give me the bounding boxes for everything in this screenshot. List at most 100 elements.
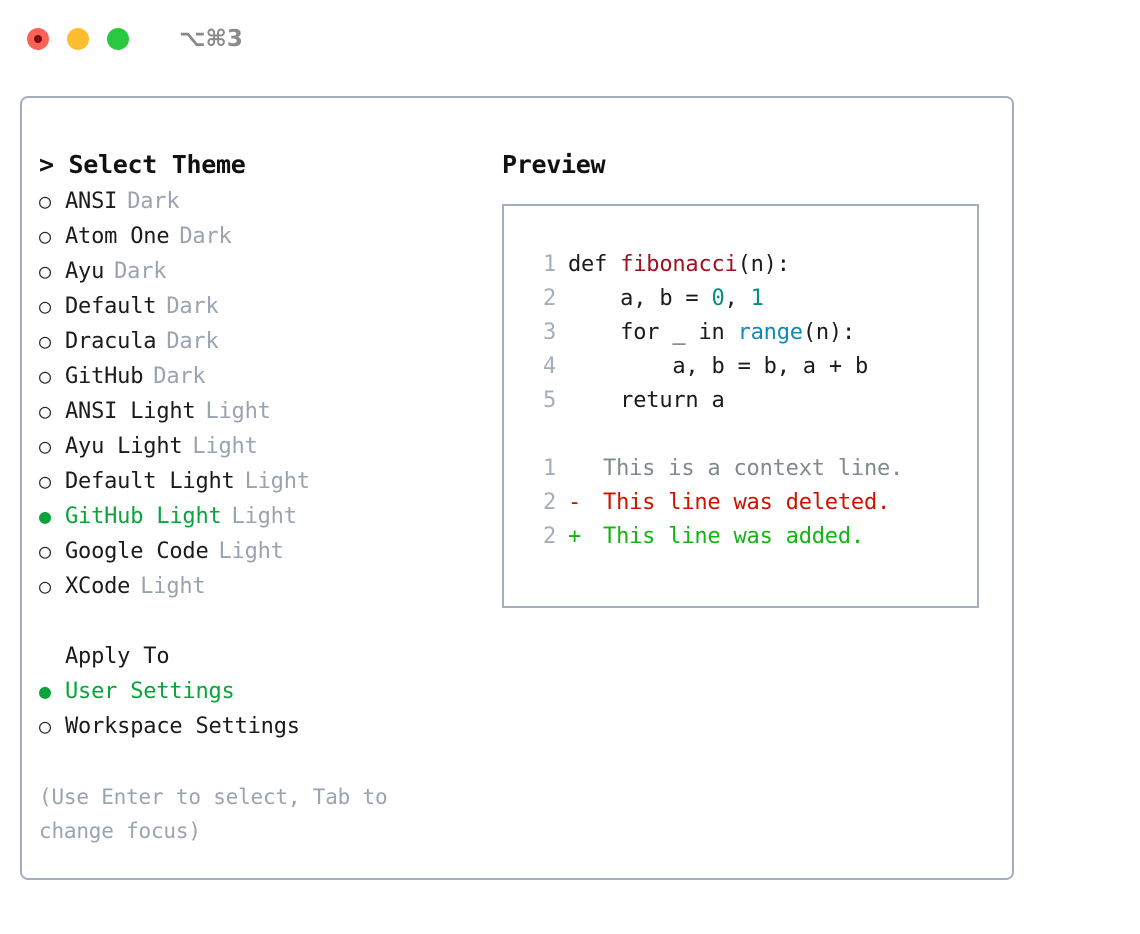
theme-name-label: Atom One	[65, 224, 170, 249]
theme-name-label: Default	[65, 294, 157, 319]
code-line-content: a, b = 0, 1	[568, 282, 764, 316]
theme-variant-tag: Dark	[114, 259, 167, 284]
title-bar: ⌥⌘3	[0, 0, 1140, 78]
code-token: (n):	[802, 320, 856, 345]
apply-to-option[interactable]: ○Workspace Settings	[39, 709, 487, 744]
diff-line: 2 + This line was added.	[526, 520, 977, 554]
theme-name-label: Ayu Light	[65, 434, 183, 459]
apply-to-option[interactable]: ●User Settings	[39, 674, 487, 709]
line-number: 1	[542, 456, 556, 481]
line-number: 2	[542, 286, 556, 311]
diff-text: This line was added.	[590, 524, 864, 549]
line-number: 1	[542, 252, 556, 277]
code-token: fibonacci	[620, 252, 738, 277]
code-line-content: a, b = b, a + b	[568, 350, 868, 384]
theme-variant-tag: Light	[244, 469, 310, 494]
code-token: 0	[711, 286, 725, 311]
code-token: a, b = b, a + b	[568, 354, 869, 379]
line-number: 2	[542, 524, 556, 549]
code-token: a, b =	[568, 286, 712, 311]
diff-sign: -	[568, 490, 582, 515]
apply-to-heading: Apply To	[65, 644, 170, 669]
radio-unselected-icon: ○	[39, 574, 51, 598]
radio-unselected-icon: ○	[39, 329, 51, 353]
code-token: ,	[724, 286, 751, 311]
theme-list-item[interactable]: ○ Dracula Dark	[39, 324, 487, 359]
titlebar-shortcut-label: ⌥⌘3	[179, 26, 243, 52]
code-line: 2 a, b = 0, 1	[526, 282, 977, 316]
code-line-content: for _ in range(n):	[568, 316, 855, 350]
theme-list-item[interactable]: ○ XCode Light	[39, 569, 487, 604]
theme-variant-tag: Light	[140, 574, 206, 599]
apply-to-option-label: Workspace Settings	[65, 714, 300, 739]
maximize-button-icon[interactable]	[107, 28, 129, 50]
close-button-icon[interactable]	[27, 28, 49, 50]
line-number: 4	[542, 354, 556, 379]
theme-name-label: Dracula	[65, 329, 157, 354]
apply-to-options[interactable]: ●User Settings○Workspace Settings	[39, 674, 487, 744]
code-line-content: return a	[568, 384, 725, 418]
diff-line: 1 This is a context line.	[526, 452, 977, 486]
theme-name-label: Ayu	[65, 259, 105, 284]
code-token: def	[568, 252, 621, 277]
radio-unselected-icon: ○	[39, 364, 51, 388]
theme-name-label: GitHub	[65, 364, 144, 389]
theme-variant-tag: Light	[231, 504, 297, 529]
preview-heading: Preview	[502, 150, 606, 179]
radio-selected-icon: ●	[39, 504, 51, 528]
line-number: 2	[542, 490, 556, 515]
theme-variant-tag: Dark	[166, 294, 219, 319]
theme-list-item[interactable]: ○ GitHub Dark	[39, 359, 487, 394]
diff-sign	[568, 452, 590, 486]
theme-variant-tag: Dark	[179, 224, 232, 249]
theme-name-label: GitHub Light	[65, 504, 222, 529]
diff-line: 2- This line was deleted.	[526, 486, 977, 520]
line-number: 3	[542, 320, 556, 345]
theme-list-item[interactable]: ○ Default Dark	[39, 289, 487, 324]
theme-list-item[interactable]: ○ Ayu Dark	[39, 254, 487, 289]
code-line: 1 def fibonacci(n):	[526, 248, 977, 282]
code-line: 3 for _ in range(n):	[526, 316, 977, 350]
theme-name-label: ANSI	[65, 189, 118, 214]
keyboard-hint-text: (Use Enter to select, Tab to change focu…	[39, 785, 388, 843]
radio-unselected-icon: ○	[39, 259, 51, 283]
theme-list-item[interactable]: ○ ANSI Dark	[39, 184, 487, 219]
preview-spacer	[526, 418, 977, 452]
diff-text: This line was deleted.	[590, 490, 891, 515]
radio-unselected-icon: ○	[39, 469, 51, 493]
diff-sample: 1 This is a context line.2- This line wa…	[526, 452, 977, 554]
radio-unselected-icon: ○	[39, 294, 51, 318]
theme-variant-tag: Dark	[153, 364, 206, 389]
radio-unselected-icon: ○	[39, 189, 51, 213]
window-controls	[27, 28, 129, 50]
close-dot-icon	[34, 35, 42, 43]
diff-text: This is a context line.	[590, 456, 904, 481]
theme-list-item[interactable]: ● GitHub Light Light	[39, 499, 487, 534]
theme-name-label: ANSI Light	[65, 399, 196, 424]
theme-name-label: XCode	[65, 574, 131, 599]
code-token: for _ in	[568, 320, 738, 345]
minimize-button-icon[interactable]	[67, 28, 89, 50]
theme-variant-tag: Dark	[127, 189, 180, 214]
select-theme-heading: > Select Theme	[39, 150, 246, 179]
code-line: 4 a, b = b, a + b	[526, 350, 977, 384]
code-line: 5 return a	[526, 384, 977, 418]
theme-name-label: Google Code	[65, 539, 209, 564]
theme-variant-tag: Light	[218, 539, 284, 564]
code-token: (n):	[737, 252, 790, 277]
radio-unselected-icon: ○	[39, 399, 51, 423]
theme-variant-tag: Dark	[166, 329, 219, 354]
diff-sign: +	[568, 524, 582, 549]
apply-to-section: Apply To ●User Settings○Workspace Settin…	[39, 640, 487, 744]
